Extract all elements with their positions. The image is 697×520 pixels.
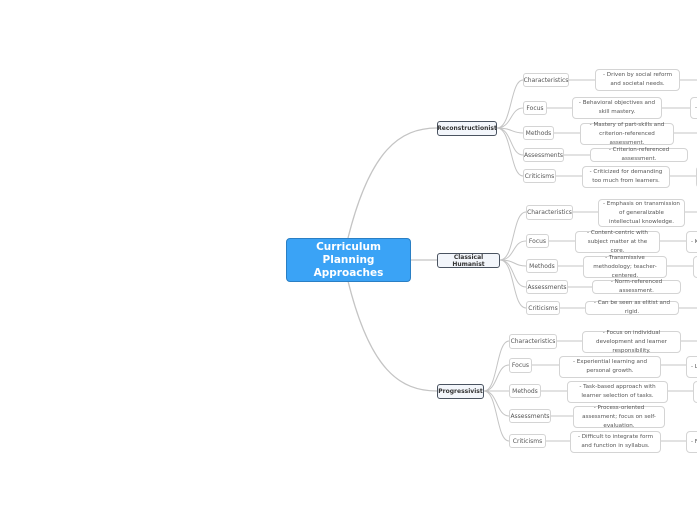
detail-node[interactable]: - Transmissive methodology; teacher-cent… <box>583 255 667 279</box>
detail-node[interactable]: - Content-centric with subject matter at… <box>575 230 660 254</box>
branch-reconstructionist[interactable]: Reconstructionist <box>437 121 497 136</box>
central-topic-label: Curriculum Planning Approaches <box>313 240 384 279</box>
detail-node[interactable]: - Experiential learning and personal gro… <box>559 356 661 378</box>
subtopic-characteristics[interactable]: Characteristics <box>523 73 569 87</box>
subtopic-assessments[interactable]: Assessments <box>526 280 568 294</box>
subtopic-methods[interactable]: Methods <box>526 259 558 273</box>
detail-node[interactable]: - Focus on individual development and le… <box>582 330 681 354</box>
subtopic-criticisms[interactable]: Criticisms <box>523 169 556 183</box>
detail-node[interactable]: - Driven by social reform and societal n… <box>595 69 680 91</box>
subtopic-criticisms[interactable]: Criticisms <box>526 301 560 315</box>
subtopic-characteristics[interactable]: Characteristics <box>526 205 573 220</box>
central-topic[interactable]: Curriculum Planning Approaches <box>286 238 411 282</box>
detail-node[interactable]: - Process-oriented assessment; focus on … <box>573 405 665 429</box>
detail-node[interactable]: - Emphasis on transmission of generaliza… <box>598 199 685 227</box>
subtopic-assessments[interactable]: Assessments <box>509 409 551 423</box>
detail-node-partial[interactable] <box>693 381 697 403</box>
subtopic-focus[interactable]: Focus <box>526 234 549 248</box>
subtopic-focus[interactable]: Focus <box>509 358 532 373</box>
detail-node[interactable]: - Behavioral objectives and skill master… <box>572 97 662 119</box>
detail-node[interactable]: - Task-based approach with learner selec… <box>567 381 668 403</box>
detail-node-partial[interactable]: - K <box>686 231 697 253</box>
subtopic-focus[interactable]: Focus <box>523 101 547 115</box>
detail-node[interactable]: - Can be seen as elitist and rigid. <box>585 300 679 315</box>
subtopic-characteristics[interactable]: Characteristics <box>509 334 557 349</box>
detail-node-partial[interactable]: - L <box>686 356 697 378</box>
detail-node-partial[interactable]: - <box>693 256 697 278</box>
detail-node-partial[interactable]: - F of <box>686 431 697 453</box>
subtopic-methods[interactable]: Methods <box>509 384 541 398</box>
detail-node-partial[interactable]: - I <box>690 97 697 119</box>
subtopic-assessments[interactable]: Assessments <box>523 148 564 162</box>
branch-progressivist[interactable]: Progressivist <box>437 384 484 399</box>
detail-node[interactable]: - Criterion-referenced assessment. <box>590 147 688 162</box>
detail-node[interactable]: - Criticized for demanding too much from… <box>582 166 670 188</box>
detail-node[interactable]: - Mastery of part-skills and criterion-r… <box>580 122 674 146</box>
branch-classical-humanist[interactable]: Classical Humanist <box>437 253 500 268</box>
detail-node[interactable]: - Norm-referenced assessment. <box>592 279 681 294</box>
subtopic-criticisms[interactable]: Criticisms <box>509 434 546 448</box>
subtopic-methods[interactable]: Methods <box>523 126 554 140</box>
detail-node[interactable]: - Difficult to integrate form and functi… <box>570 431 661 453</box>
